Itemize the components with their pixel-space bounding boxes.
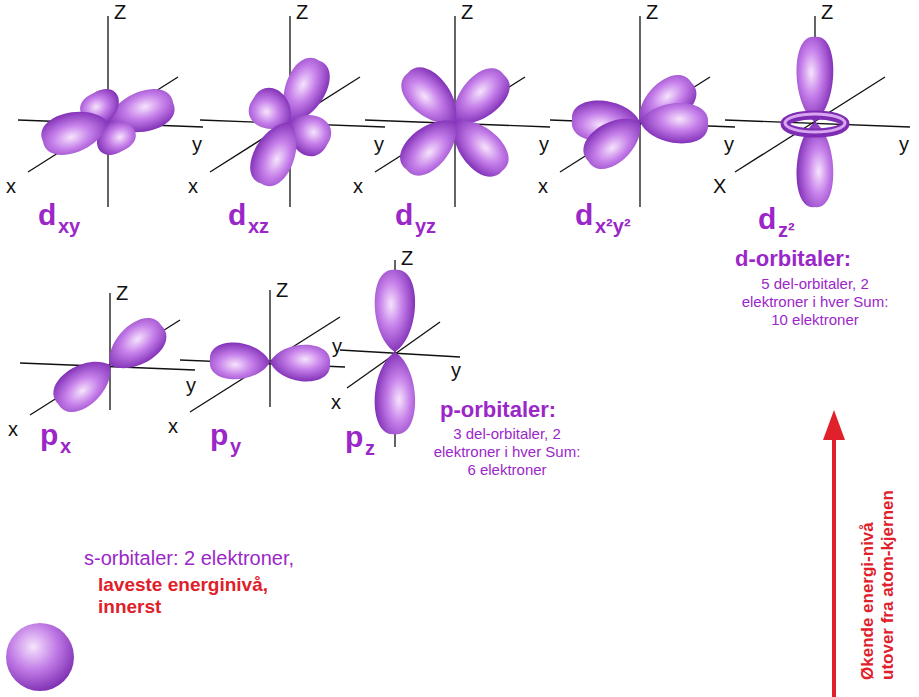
axis-label: Z [646,2,658,22]
orbital-subscript: x [60,436,71,456]
orbital-letter: d [758,204,776,234]
orbital-subscript: y [230,436,241,456]
orbital-lobe [576,106,652,177]
energy-note: laveste energinivå, innerst [98,574,303,618]
orbital-letter: d [395,200,413,230]
orbital-lobe [375,270,415,352]
energy-axis-label: Økende energi-nivå utover fra atom-kjern… [858,480,898,680]
axis-line [190,317,340,412]
orbital-ring-highlight [785,114,845,132]
orbital-lobe [46,349,122,420]
orbital-subscript: xy [58,216,80,236]
group-description: 3 del-orbitaler, 2 elektroner i hver Sum… [432,425,582,479]
orbital-lobe [37,103,114,161]
axis-label: Z [114,2,126,22]
axis-label: y [724,134,734,154]
orbital-subscript: yz [415,216,436,236]
orbital-plot [20,293,195,420]
axis-label: x [353,176,363,196]
orbital-plot [725,16,910,207]
orbital-letter: p [40,420,58,450]
axis-label: X [713,176,726,196]
axis-label: y [332,336,342,356]
axis-label: y [192,134,202,154]
axis-label: Z [276,280,288,300]
axis-label: y [374,134,384,154]
axis-label: Z [461,2,473,22]
axis-label: Z [401,248,413,268]
axis-label: x [188,176,198,196]
orbital-letter: p [345,422,363,452]
orbital-lobe [243,113,308,192]
axis-label: x [8,419,18,439]
orbital-lobe [392,107,469,183]
orbital-lobe [797,37,834,122]
orbital-plot [365,16,550,207]
axis-label: x [331,392,341,412]
orbital-plot [200,16,385,207]
orbital-subscript: z² [778,220,795,240]
orbital-subscript: x²y² [595,216,631,236]
group-heading: s-orbitaler: 2 elektroner, [84,546,404,570]
axis-label: Z [296,2,308,22]
orbital-subscript: z [365,438,375,458]
axis-label: y [186,375,196,395]
axis-label: x [168,416,178,436]
orbital-lobe [209,342,270,381]
orbital-lobe [269,344,330,383]
axis-label: y [539,134,549,154]
energy-arrow [823,410,845,697]
axis-line [269,290,270,407]
axis-label: x [538,176,548,196]
s-orbital-sphere [6,623,74,691]
axis-label: y [451,360,461,380]
orbital-plot [18,16,203,207]
orbital-plot [180,290,345,412]
orbital-letter: p [210,420,228,450]
axis-line [109,293,110,410]
orbital-ring [785,115,845,133]
orbital-letter: d [38,200,56,230]
orbital-plots [18,16,910,447]
orbital-letter: d [228,200,246,230]
axis-label: y [899,134,909,154]
orbital-lobe [639,102,708,144]
orbital-plot [550,16,735,207]
axis-label: Z [116,283,128,303]
orbital-lobe [375,352,415,434]
axis-label: Z [821,2,833,22]
group-heading: d-orbitaler: [735,247,851,271]
orbital-letter: d [575,200,593,230]
orbital-subscript: xz [248,216,269,236]
axis-label: x [6,176,16,196]
group-description: 5 del-orbitaler, 2 elektroner i hver Sum… [740,275,890,329]
group-heading: p-orbitaler: [440,398,556,422]
